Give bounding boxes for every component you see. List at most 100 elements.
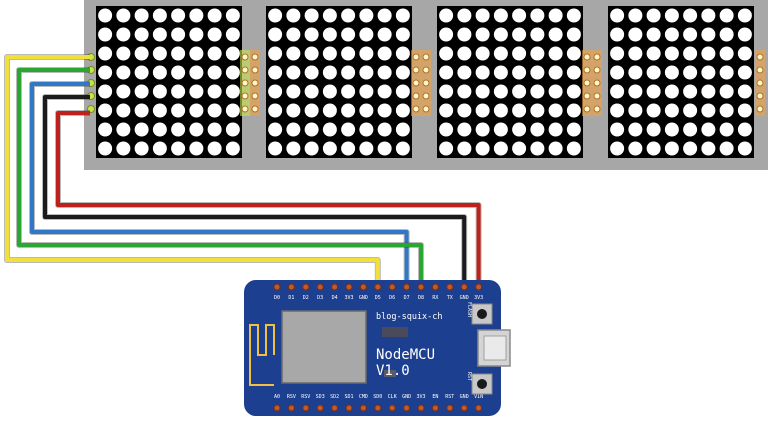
pin-label: SD3: [316, 394, 325, 400]
pin-label: SD2: [330, 394, 339, 400]
led: [548, 84, 563, 99]
led: [548, 122, 563, 137]
led: [134, 27, 149, 42]
led: [457, 27, 472, 42]
led: [701, 27, 716, 42]
led: [512, 103, 527, 118]
board-pin: [359, 283, 367, 291]
led: [719, 122, 734, 137]
led-matrix-module: [437, 6, 583, 158]
led: [719, 65, 734, 80]
led: [268, 46, 283, 61]
led: [268, 103, 283, 118]
matrix-connector-pins: [592, 50, 602, 116]
led: [207, 8, 222, 23]
led: [493, 27, 508, 42]
led: [493, 8, 508, 23]
pin-label: 3V3: [344, 295, 353, 301]
led: [548, 8, 563, 23]
led: [322, 103, 337, 118]
led: [457, 65, 472, 80]
led: [566, 27, 581, 42]
led: [737, 141, 752, 156]
led: [116, 65, 131, 80]
led: [530, 65, 545, 80]
led: [548, 141, 563, 156]
pin-label: EN: [432, 394, 438, 400]
board-pin: [273, 283, 281, 291]
led: [268, 27, 283, 42]
led: [322, 65, 337, 80]
led: [683, 122, 698, 137]
pin-label: GND: [359, 295, 368, 301]
led: [116, 8, 131, 23]
led: [268, 65, 283, 80]
led: [322, 141, 337, 156]
pin-label: D7: [404, 295, 410, 301]
reset-button[interactable]: [471, 373, 493, 395]
led-matrix-module: [96, 6, 242, 158]
board-pin: [273, 404, 281, 412]
led: [683, 46, 698, 61]
connector-pin: [583, 105, 591, 113]
led: [664, 65, 679, 80]
pin-label: GND: [460, 295, 469, 301]
led-matrix-display: [84, 0, 768, 170]
led: [664, 8, 679, 23]
connector-pin: [422, 79, 430, 87]
led: [683, 65, 698, 80]
pin-label: D8: [418, 295, 424, 301]
board-pin: [403, 283, 411, 291]
led: [359, 8, 374, 23]
connector-pin: [241, 53, 249, 61]
led: [475, 103, 490, 118]
led: [737, 84, 752, 99]
board-pin: [345, 404, 353, 412]
led: [134, 122, 149, 137]
led: [475, 84, 490, 99]
connector-pin: [756, 105, 764, 113]
led: [737, 103, 752, 118]
connector-pin: [251, 92, 259, 100]
led: [566, 141, 581, 156]
led: [152, 46, 167, 61]
led: [268, 141, 283, 156]
led: [171, 103, 186, 118]
board-pin: [475, 404, 483, 412]
board-pin: [331, 283, 339, 291]
pin-label: TX: [447, 295, 453, 301]
led: [359, 27, 374, 42]
led: [189, 27, 204, 42]
gnd-wire: [43, 95, 467, 285]
led: [530, 8, 545, 23]
led: [683, 27, 698, 42]
led: [566, 65, 581, 80]
led: [207, 141, 222, 156]
pin-label: A0: [274, 394, 280, 400]
chip: [382, 327, 408, 337]
board-pin: [316, 404, 324, 412]
led: [359, 141, 374, 156]
led: [268, 8, 283, 23]
board-pin: [374, 404, 382, 412]
led: [207, 122, 222, 137]
connector-pin: [593, 79, 601, 87]
led: [377, 103, 392, 118]
led: [457, 103, 472, 118]
led: [566, 8, 581, 23]
led: [341, 84, 356, 99]
board-pin: [417, 404, 425, 412]
led: [341, 141, 356, 156]
led: [225, 65, 240, 80]
led: [171, 46, 186, 61]
led: [134, 141, 149, 156]
matrix-connector-pins: [421, 50, 431, 116]
led: [566, 84, 581, 99]
usb-connector: [477, 329, 511, 367]
led: [116, 27, 131, 42]
flash-button[interactable]: [471, 303, 493, 325]
board-pin: [302, 404, 310, 412]
connector-pin: [422, 105, 430, 113]
